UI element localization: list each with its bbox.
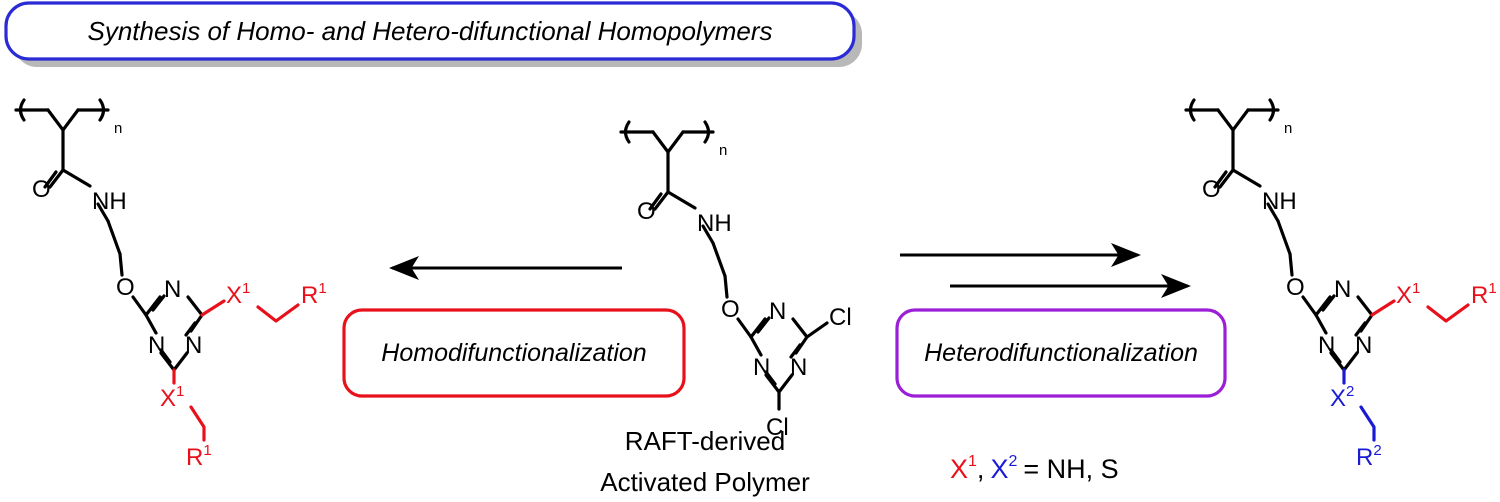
ether-o-label: O [721, 296, 740, 323]
triazine-n-top: N [769, 298, 786, 325]
amide-nh-label: NH [92, 188, 127, 215]
homo-label-frame [342, 308, 686, 398]
triazine-n-left: N [753, 354, 770, 381]
hetero-label-frame [895, 308, 1227, 398]
r1-label: R1 [1471, 280, 1497, 309]
triazine-n-right: N [1355, 332, 1372, 359]
amide-nh-label: NH [697, 210, 732, 237]
triazine-n-left: N [148, 332, 165, 359]
x1-label-bottom: X1 [160, 383, 184, 412]
chloro-label-top: Cl [829, 304, 852, 331]
triazine-n-right: N [185, 332, 202, 359]
homo-product-molecule: n O NH O N N N X1 R1 X1 R1 [14, 98, 327, 471]
triazine-n-right: N [790, 354, 807, 381]
homo-label-box: Homodifunctionalization [342, 308, 686, 398]
title-frame [4, 1, 856, 61]
chloro-label-bottom: Cl [766, 414, 789, 441]
x1-label: X1 [1396, 280, 1420, 309]
center-caption-line1: RAFT-derived [625, 426, 785, 456]
x1-label-top: X1 [226, 280, 250, 309]
triazine-n-top: N [164, 276, 181, 303]
triazine-n-left: N [1318, 332, 1335, 359]
center-caption-line2: Activated Polymer [600, 467, 810, 497]
r2-label: R2 [1356, 442, 1382, 471]
carbonyl-o-label: O [32, 176, 51, 203]
carbonyl-o-label: O [637, 198, 656, 225]
triazine-n-top: N [1334, 276, 1351, 303]
hetero-label-text: Heterodifunctionalization [924, 339, 1198, 367]
carbonyl-o-label: O [1202, 176, 1221, 203]
title-box: Synthesis of Homo- and Hetero-difunction… [4, 1, 862, 67]
hetero-label-box: Heterodifunctionalization [895, 308, 1227, 398]
scheme-title: Synthesis of Homo- and Hetero-difunction… [88, 16, 773, 46]
repeat-n-label: n [719, 142, 727, 159]
homo-label-text: Homodifunctionalization [381, 339, 646, 367]
ether-o-label: O [116, 274, 135, 301]
hetero-product-molecule: n O NH O N N N X1 R1 X2 R2 [1184, 98, 1497, 471]
amide-nh-label: NH [1262, 188, 1297, 215]
r1-label-top: R1 [301, 280, 327, 309]
activated-polymer-molecule: n O NH O N N N Cl Cl [619, 120, 852, 441]
repeat-n-label: n [1284, 120, 1292, 137]
substituent-legend: X1,X2= NH, S [950, 453, 1119, 484]
ether-o-label: O [1286, 274, 1305, 301]
x2-label: X2 [1330, 383, 1354, 412]
repeat-n-label: n [114, 120, 122, 137]
r1-label-bottom: R1 [186, 442, 212, 471]
